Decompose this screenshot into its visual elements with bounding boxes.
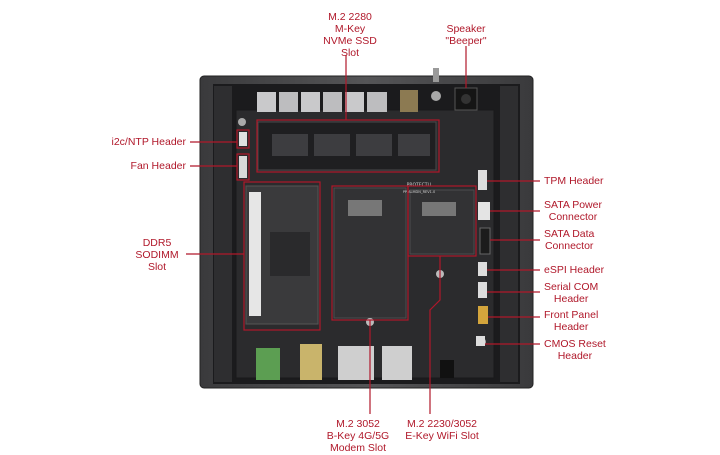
usb-gold-port [300, 344, 322, 380]
usb-green-port [256, 348, 280, 380]
outline-fan [236, 153, 250, 181]
io-port-7 [400, 90, 418, 112]
label-espi: eSPI Header [544, 264, 605, 276]
fan-header-part [239, 156, 247, 178]
outline-i2c [236, 129, 250, 149]
nvme-slot-area [257, 121, 437, 171]
speaker-dot [461, 94, 471, 104]
line-m2-wifi [429, 256, 441, 414]
chassis-left-rail [214, 86, 232, 382]
nvme-pads-4 [398, 134, 430, 156]
rear-io-bottom [256, 344, 454, 380]
sodimm-chip [270, 232, 310, 276]
espi-header-part [478, 262, 487, 276]
rj45-port-1 [338, 346, 374, 380]
rear-io-top [257, 68, 478, 112]
tpm-header-part [478, 170, 487, 190]
sodimm-area [245, 185, 319, 325]
board-brand: PROTECTLI [407, 182, 432, 188]
rj45-port-2 [382, 346, 412, 380]
board-model: PP-ALMDN_REV1.0 [403, 190, 435, 194]
io-port-4 [323, 92, 342, 112]
sata-data-part [479, 227, 491, 255]
sodimm-label [249, 192, 261, 316]
nvme-pads-3 [356, 134, 392, 156]
standoff-3 [238, 118, 246, 126]
outline-nvme-slot [256, 119, 440, 173]
antenna-post [431, 91, 441, 101]
chassis-right-rail [500, 86, 518, 382]
antenna-base [433, 68, 439, 82]
label-i2c: i2c/NTP Header [111, 136, 186, 148]
io-port-6 [367, 92, 387, 112]
sata-power-part [478, 202, 490, 220]
io-port-1 [257, 92, 276, 112]
front-panel-part [478, 306, 488, 324]
label-speaker: Speaker"Beeper" [445, 23, 487, 47]
io-port-3 [301, 92, 320, 112]
label-fan: Fan Header [130, 160, 186, 172]
label-tpm: TPM Header [544, 175, 604, 187]
io-port-5 [345, 92, 364, 112]
wifi-slot-part [409, 189, 475, 255]
io-port-2 [279, 92, 298, 112]
nvme-pads-1 [272, 134, 308, 156]
sim-slot [348, 200, 382, 216]
nvme-pads-2 [314, 134, 350, 156]
serial-header-part [478, 282, 487, 298]
cmos-header-part [476, 336, 485, 346]
outline-ddr5-slot [243, 181, 321, 331]
i2c-header-part [239, 132, 247, 146]
wifi-connector [422, 202, 456, 216]
dc-jack [440, 360, 454, 378]
annotation-overlays [186, 46, 540, 414]
outline-wifi-slot [407, 185, 477, 257]
